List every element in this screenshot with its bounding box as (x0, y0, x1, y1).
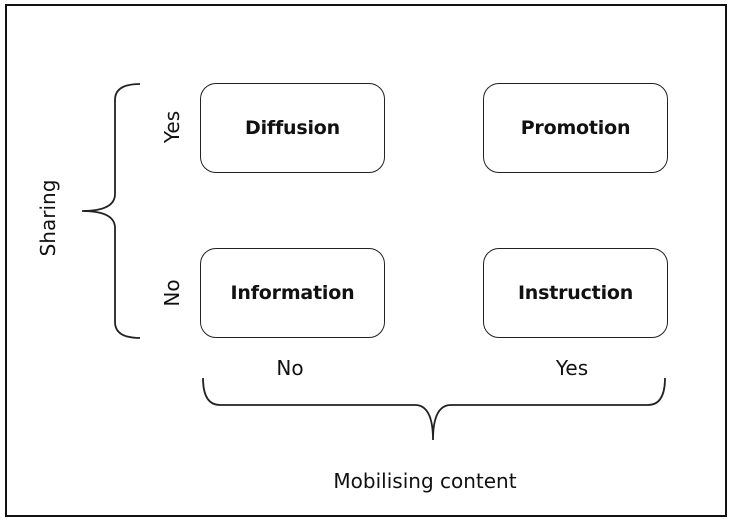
x-tick-yes: Yes (555, 356, 589, 380)
quadrant-promotion-label: Promotion (520, 117, 631, 139)
quadrant-instruction: Instruction (483, 248, 668, 338)
quadrant-diffusion: Diffusion (200, 83, 385, 173)
y-tick-yes: Yes (160, 110, 184, 144)
y-tick-no: No (160, 279, 184, 307)
quadrant-information: Information (200, 248, 385, 338)
quadrant-instruction-label: Instruction (517, 282, 634, 304)
y-axis-brace (81, 83, 141, 339)
x-axis-brace (202, 377, 666, 441)
x-axis-title: Mobilising content (333, 469, 517, 493)
quadrant-promotion: Promotion (483, 83, 668, 173)
quadrant-information-label: Information (230, 282, 355, 304)
x-tick-no: No (276, 356, 304, 380)
y-axis-title: Sharing (36, 179, 60, 257)
quadrant-diffusion-label: Diffusion (245, 117, 340, 139)
